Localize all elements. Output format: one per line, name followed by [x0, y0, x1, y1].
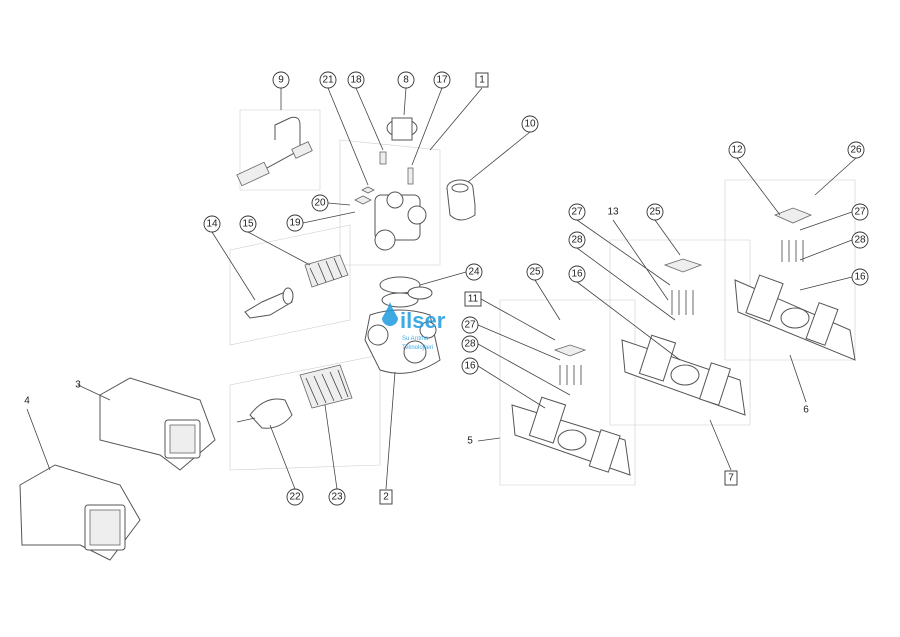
svg-text:17: 17 [436, 75, 448, 86]
callout-25b: 25 [646, 203, 664, 221]
leader-lines [26, 87, 857, 490]
callout-18: 18 [347, 71, 365, 89]
svg-text:27: 27 [854, 207, 866, 218]
svg-text:22: 22 [289, 492, 301, 503]
svg-text:4: 4 [24, 396, 30, 407]
callout-19: 19 [286, 214, 304, 232]
callout-22: 22 [286, 488, 304, 506]
bypass-assembly-5 [511, 344, 631, 476]
svg-text:25: 25 [649, 207, 661, 218]
callout-11: 11 [464, 291, 482, 307]
svg-text:20: 20 [314, 198, 326, 209]
callout-9: 9 [272, 71, 290, 89]
svg-text:3: 3 [75, 380, 81, 391]
valve-head-part-1 [354, 186, 427, 251]
callout-21: 21 [319, 71, 337, 89]
callouts: 9 21 18 8 17 1 10 20 19 14 15 24 11 27 2… [24, 71, 869, 506]
callout-28b: 28 [851, 231, 869, 249]
svg-text:12: 12 [731, 145, 743, 156]
bypass-tube-part [236, 116, 313, 187]
svg-text:1: 1 [479, 75, 485, 86]
injector-part-14 [244, 287, 294, 319]
svg-text:14: 14 [206, 219, 218, 230]
svg-text:25: 25 [529, 267, 541, 278]
svg-text:9: 9 [278, 75, 284, 86]
watermark-brand: ilser [400, 308, 446, 333]
svg-text:15: 15 [242, 219, 254, 230]
svg-text:11: 11 [468, 294, 479, 305]
svg-text:5: 5 [467, 436, 473, 447]
svg-text:28: 28 [464, 339, 476, 350]
callout-8: 8 [397, 71, 415, 89]
callout-1: 1 [475, 72, 489, 88]
callout-6: 6 [803, 405, 809, 416]
callout-16c: 16 [568, 265, 586, 283]
callout-4: 4 [24, 396, 30, 407]
svg-text:28: 28 [571, 235, 583, 246]
svg-text:16: 16 [854, 272, 866, 283]
svg-text:26: 26 [850, 145, 862, 156]
callout-3: 3 [75, 380, 81, 391]
watermark-tagline-1: Su Arıtma [402, 336, 429, 342]
svg-text:18: 18 [350, 75, 362, 86]
svg-text:21: 21 [322, 75, 334, 86]
callout-27: 27 [461, 316, 479, 334]
elbow-part-10 [446, 179, 476, 221]
distributor-part-22 [236, 398, 293, 429]
water-drop-icon [382, 302, 398, 326]
callout-23: 23 [328, 488, 346, 506]
svg-text:27: 27 [571, 207, 583, 218]
svg-text:23: 23 [331, 492, 343, 503]
callout-28: 28 [461, 335, 479, 353]
bypass-assembly-6 [734, 207, 856, 361]
svg-text:7: 7 [728, 473, 734, 484]
callout-15: 15 [239, 215, 257, 233]
svg-text:6: 6 [803, 405, 809, 416]
cover-part-4 [19, 464, 141, 561]
valve-body-part-2 [364, 276, 441, 374]
callout-26: 26 [847, 141, 865, 159]
svg-text:27: 27 [464, 320, 476, 331]
callout-28c: 28 [568, 231, 586, 249]
svg-text:2: 2 [383, 492, 389, 503]
callout-7: 7 [724, 470, 738, 486]
svg-text:8: 8 [403, 75, 409, 86]
svg-text:19: 19 [289, 218, 301, 229]
callout-25: 25 [526, 263, 544, 281]
callout-2: 2 [379, 489, 393, 505]
callout-16b: 16 [851, 268, 869, 286]
callout-12: 12 [728, 141, 746, 159]
callout-13: 13 [607, 207, 619, 218]
svg-text:24: 24 [468, 267, 480, 278]
callout-10: 10 [521, 115, 539, 133]
callout-17: 17 [433, 71, 451, 89]
screen-part-23 [299, 364, 353, 409]
bypass-assembly-7 [621, 258, 746, 416]
watermark-logo: ilser Su Arıtma Teknolojileri [382, 302, 446, 351]
svg-text:28: 28 [854, 235, 866, 246]
screen-part-15 [304, 254, 349, 288]
part-17 [407, 167, 414, 185]
callout-16: 16 [461, 357, 479, 375]
callout-14: 14 [203, 215, 221, 233]
callout-27b: 27 [851, 203, 869, 221]
cover-part-3 [99, 377, 216, 471]
svg-text:16: 16 [464, 361, 476, 372]
callout-5: 5 [467, 436, 473, 447]
svg-text:16: 16 [571, 269, 583, 280]
callout-27c: 27 [568, 203, 586, 221]
svg-text:10: 10 [524, 119, 536, 130]
callout-20: 20 [311, 194, 329, 212]
watermark-tagline-2: Teknolojileri [402, 345, 433, 351]
svg-text:13: 13 [607, 207, 619, 218]
part-18 [379, 151, 387, 165]
callout-24: 24 [465, 263, 483, 281]
part-8 [386, 117, 418, 141]
